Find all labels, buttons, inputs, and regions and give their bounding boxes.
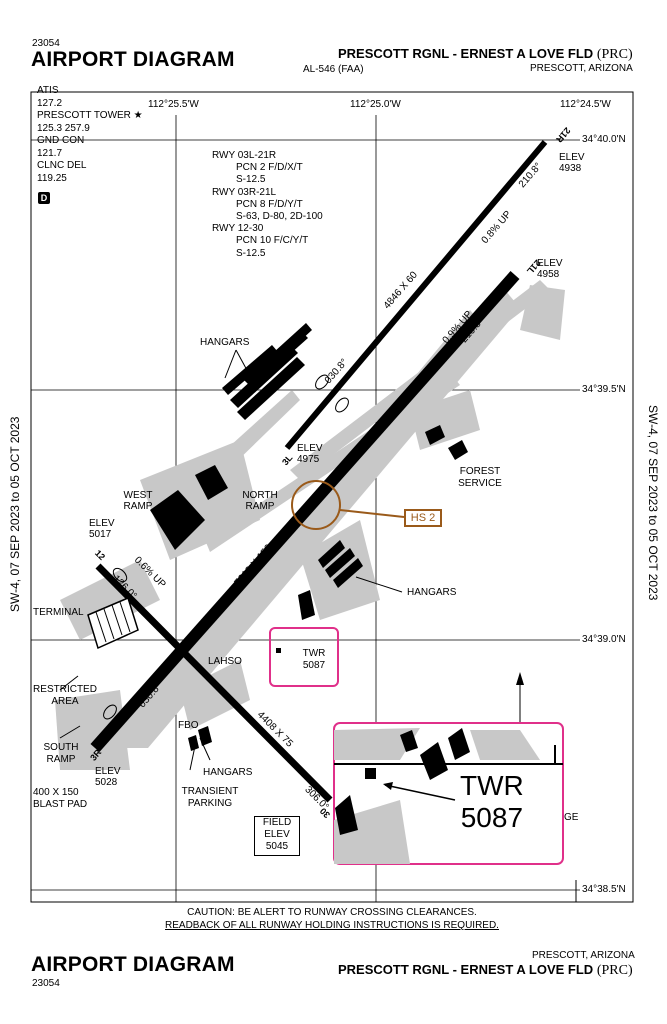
- airport-id-bottom: (PRC): [596, 963, 633, 978]
- longitude-2: 112°25.0'W: [350, 99, 401, 110]
- latitude-2: 34°39.5'N: [582, 384, 626, 395]
- rwy3-strength: S-12.5: [236, 247, 266, 259]
- doc-id: AL-546 (FAA): [303, 64, 364, 75]
- label-forest-service: FOREST SERVICE: [458, 466, 502, 489]
- frequency-block: ATIS 127.2 PRESCOTT TOWER ★ 125.3 257.9 …: [37, 85, 143, 185]
- airport-name-text: PRESCOTT RGNL - ERNEST A LOVE FLD: [338, 46, 594, 61]
- airport-name-bottom-text: PRESCOTT RGNL - ERNEST A LOVE FLD: [338, 962, 594, 977]
- rwy1-label: RWY 03L-21R: [212, 150, 277, 161]
- cut-label-ge: GE: [564, 812, 579, 823]
- caution-line-1: CAUTION: BE ALERT TO RUNWAY CROSSING CLE…: [187, 907, 477, 918]
- rwy2-strength: S-63, D-80, 2D-100: [236, 211, 323, 223]
- chart-title-top: AIRPORT DIAGRAM: [31, 48, 235, 71]
- airport-name-top: PRESCOTT RGNL - ERNEST A LOVE FLD (PRC): [338, 46, 633, 63]
- label-fbo: FBO: [178, 720, 199, 731]
- latitude-4: 34°38.5'N: [582, 884, 626, 895]
- rwy2-pcn: PCN 8 F/D/Y/T: [236, 198, 303, 210]
- callout-leaders: [59, 349, 521, 771]
- runway-03r-21l: [90, 271, 520, 752]
- caution-note: CAUTION: BE ALERT TO RUNWAY CROSSING CLE…: [31, 906, 633, 932]
- caution-line-2: READBACK OF ALL RUNWAY HOLDING INSTRUCTI…: [165, 920, 499, 931]
- forest-service-buildings: [425, 425, 468, 460]
- clearance-label: CLNC DEL: [37, 160, 87, 171]
- ground-frequency: 121.7: [37, 147, 63, 159]
- rwy1-pcn: PCN 2 F/D/X/T: [236, 162, 303, 174]
- side-date-left: SW-4, 07 SEP 2023 to 05 OCT 2023: [8, 416, 22, 612]
- runway-03l-21r: [284, 140, 548, 450]
- label-transient-parking: TRANSIENT PARKING: [181, 786, 239, 809]
- atis-label: ATIS: [37, 85, 59, 96]
- label-elev-4938: ELEV 4938: [559, 152, 585, 174]
- latitude-1: 34°40.0'N: [582, 134, 626, 145]
- label-elev-5028: ELEV 5028: [95, 766, 121, 788]
- label-hangars-south: HANGARS: [203, 767, 253, 778]
- chart-number-bottom: 23054: [32, 978, 60, 989]
- label-terminal: TERMINAL: [33, 607, 84, 618]
- d-atis-symbol: D: [38, 192, 50, 204]
- twr-highlight: [269, 627, 339, 687]
- label-hangars-nw: HANGARS: [200, 337, 250, 348]
- field-elevation-box: FIELD ELEV 5045: [254, 816, 300, 856]
- west-ramp-buildings: [150, 465, 228, 550]
- chart-title-bottom: AIRPORT DIAGRAM: [31, 953, 235, 976]
- city-top: PRESCOTT, ARIZONA: [530, 63, 633, 74]
- threshold-markers: [103, 374, 349, 720]
- label-north-ramp: NORTH RAMP: [242, 490, 278, 512]
- label-hangars-east: HANGARS: [407, 587, 457, 598]
- label-twr-5087: TWR 5087: [302, 648, 326, 671]
- hotspot-leader: [339, 509, 405, 518]
- longitude-1: 112°25.5'W: [148, 99, 199, 110]
- airport-name-bottom: PRESCOTT RGNL - ERNEST A LOVE FLD (PRC): [338, 962, 633, 979]
- inset-twr-text: TWR: [460, 770, 524, 801]
- airport-id-top: (PRC): [596, 47, 633, 62]
- latitude-3: 34°39.0'N: [582, 634, 626, 645]
- inset-twr-elev: 5087: [460, 802, 524, 833]
- label-lahso: LAHSO: [208, 656, 242, 667]
- label-west-ramp: WEST RAMP: [123, 490, 153, 512]
- label-elev-4958: ELEV 4958: [537, 258, 563, 280]
- hangars-east-block: [298, 540, 363, 620]
- hotspot-circle: [291, 480, 341, 530]
- longitude-3: 112°24.5'W: [560, 99, 611, 110]
- taxiways: [55, 280, 565, 770]
- ground-label: GND CON: [37, 135, 85, 146]
- tower-label: PRESCOTT TOWER ★: [37, 110, 143, 121]
- chart-number-top: 23054: [32, 38, 60, 49]
- clearance-frequency: 119.25: [37, 172, 67, 184]
- north-arrow: [516, 672, 524, 685]
- label-south-ramp: SOUTH RAMP: [43, 742, 79, 765]
- side-date-right: SW-4, 07 SEP 2023 to 05 OCT 2023: [646, 405, 660, 601]
- label-elev-4975: ELEV 4975: [297, 443, 323, 465]
- runway-info-block: RWY 03L-21R PCN 2 F/D/X/T S-12.5 RWY 03R…: [212, 150, 323, 260]
- city-bottom: PRESCOTT, ARIZONA: [532, 950, 635, 961]
- rwy3-label: RWY 12-30: [212, 223, 264, 235]
- label-restricted-area: RESTRICTED AREA: [33, 684, 97, 707]
- inset-twr-label: TWR 5087: [460, 770, 524, 834]
- twr-inset: [333, 722, 564, 865]
- hotspot-hs2: HS 2: [404, 509, 442, 527]
- terminal-building: [87, 596, 139, 650]
- hangars-nw-block: [222, 323, 312, 420]
- label-elev-5017: ELEV 5017: [89, 518, 115, 540]
- label-blast-pad: 400 X 150 BLAST PAD: [33, 787, 88, 810]
- rwy1-strength: S-12.5: [236, 174, 266, 186]
- rwy2-label: RWY 03R-21L: [212, 186, 277, 198]
- atis-frequency: 127.2: [37, 97, 63, 109]
- twr-marker: [276, 648, 281, 653]
- rwy3-pcn: PCN 10 F/C/Y/T: [236, 235, 309, 247]
- map-frame: [30, 91, 634, 903]
- tower-frequency: 125.3 257.9: [37, 122, 90, 134]
- runway-12-30: [95, 563, 333, 803]
